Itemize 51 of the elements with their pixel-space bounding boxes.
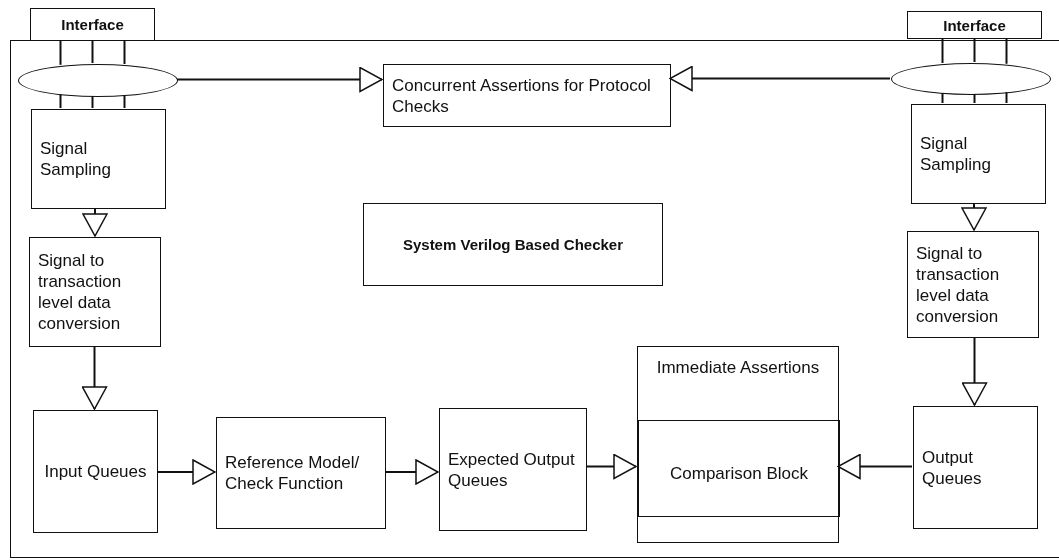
connector-line <box>123 94 126 109</box>
box-label: Reference Model/ Check Function <box>224 452 361 494</box>
connector-line <box>973 92 976 104</box>
connector-line <box>123 40 126 65</box>
box-label: Output Queues <box>921 446 983 489</box>
title-box <box>30 8 155 41</box>
arrow <box>82 207 108 237</box>
connector-line <box>59 40 62 66</box>
process-box <box>31 109 166 209</box>
connector-line <box>1005 38 1008 65</box>
box-label: Expected Output Queues <box>447 448 576 491</box>
arrow <box>81 345 108 410</box>
process-box <box>907 231 1039 338</box>
connector-line <box>1005 91 1008 104</box>
process-box <box>216 417 386 529</box>
box-label: System Verilog Based Checker <box>401 235 625 255</box>
box-label: Comparison Block <box>669 463 809 484</box>
process-box <box>637 346 839 543</box>
arrow <box>384 459 439 485</box>
box-label: Interface <box>60 15 125 35</box>
process-box <box>383 64 671 127</box>
arrow <box>176 66 383 93</box>
arrow <box>156 459 216 485</box>
process-box <box>29 237 161 347</box>
box-label: Signal to transaction level data conversion <box>37 250 123 334</box>
process-box <box>911 104 1046 204</box>
box-label: Interface <box>942 15 1007 36</box>
title-box <box>907 11 1042 39</box>
box-label: Immediate Assertions <box>655 357 821 378</box>
process-box <box>638 420 840 517</box>
arrow <box>669 65 891 92</box>
arrow <box>961 336 988 406</box>
box-label: Input Queues <box>43 461 148 482</box>
title-box <box>363 203 663 286</box>
arrow <box>837 453 913 480</box>
box-label: Signal to transaction level data conversion <box>915 242 1001 327</box>
connector-line <box>91 40 94 65</box>
arrow <box>585 453 637 480</box>
arrow <box>961 202 987 231</box>
frame-box <box>10 40 1059 558</box>
connector-line <box>973 38 976 64</box>
box-label: Signal Sampling <box>39 138 112 180</box>
connector-line <box>59 93 62 109</box>
process-box <box>439 408 587 531</box>
connector-line <box>941 92 944 104</box>
process-box <box>33 410 158 533</box>
box-label: Concurrent Assertions for Protocol Checks <box>391 74 652 117</box>
process-box <box>913 406 1038 529</box>
connector-line <box>941 38 944 64</box>
connector-line <box>91 94 94 109</box>
box-label: Signal Sampling <box>919 133 992 175</box>
